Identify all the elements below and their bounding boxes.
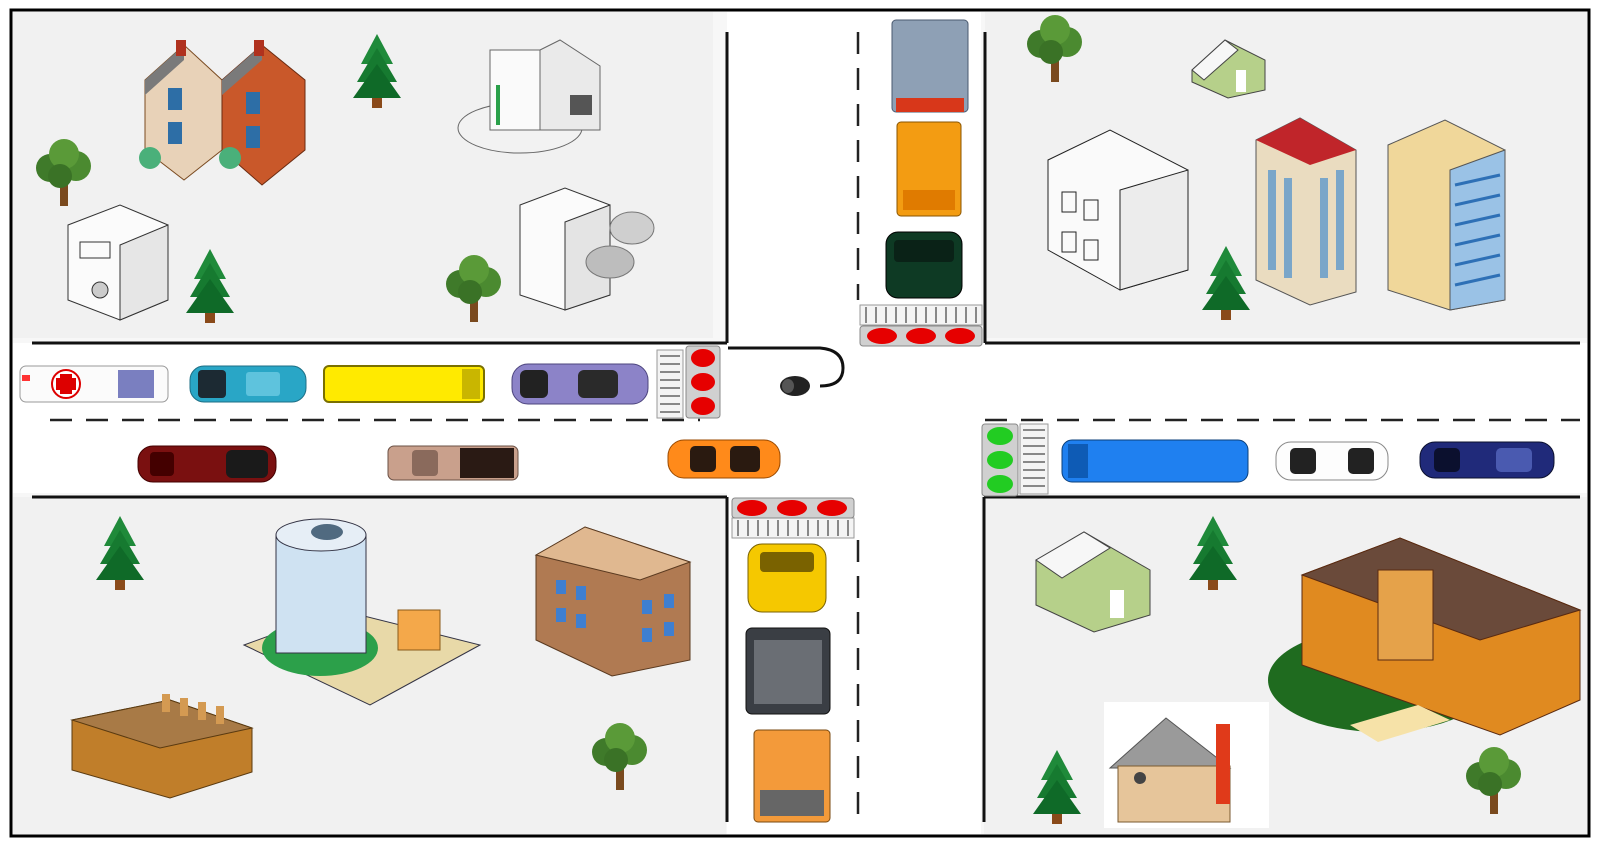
pickup-truck-icon (387, 445, 519, 481)
dark-green-car-icon (885, 231, 963, 299)
road-edges (32, 32, 1580, 822)
light-lamp (987, 475, 1013, 493)
green-house-south-icon (1035, 531, 1151, 633)
light-lamp (987, 451, 1013, 469)
traffic-light-west (685, 345, 721, 419)
orange-car-icon (667, 439, 781, 479)
townhouse-left-icon (144, 40, 223, 181)
navy-car-icon (1419, 441, 1555, 479)
townhouse-right-icon (139, 40, 306, 186)
school-icon (1268, 537, 1582, 742)
light-lamp (691, 349, 715, 367)
dark-van-icon (745, 627, 831, 715)
blue-bus-icon (1061, 439, 1249, 483)
crosswalk-south (731, 517, 855, 539)
home-office-icon (1104, 702, 1269, 828)
traffic-light-north (859, 325, 983, 347)
brick-apartment-icon (534, 526, 692, 677)
light-lamp (906, 328, 936, 344)
yellow-taxi-icon (747, 543, 827, 613)
crosswalk-west (656, 349, 684, 419)
traffic-light-east (981, 423, 1019, 497)
factory-icon (70, 694, 254, 799)
bank-icon (67, 204, 169, 321)
orange-dump-truck-icon (753, 729, 831, 823)
crosswalk-east (1019, 423, 1049, 495)
grey-truck-icon (891, 19, 969, 113)
cyan-car-icon (189, 365, 307, 403)
white-car-icon (1275, 441, 1389, 481)
light-lamp (737, 500, 767, 516)
light-lamp (867, 328, 897, 344)
light-lamp (691, 373, 715, 391)
coin-bank-icon (519, 187, 655, 311)
traffic-light-south (731, 497, 855, 519)
yellow-bus-icon (323, 365, 485, 403)
green-house-north-icon (1191, 39, 1266, 99)
lane-dividers (50, 32, 1580, 822)
hotel-tower-icon (1255, 117, 1357, 306)
light-lamp (987, 427, 1013, 445)
glass-tower-icon (1387, 119, 1506, 311)
light-lamp (817, 500, 847, 516)
maroon-car-icon (137, 445, 277, 483)
ambulance-icon (19, 365, 169, 403)
light-lamp (691, 397, 715, 415)
round-office-icon (457, 39, 601, 154)
purple-car-icon (511, 363, 649, 405)
white-office-icon (1047, 129, 1189, 291)
light-lamp (945, 328, 975, 344)
crosswalk-north (859, 304, 983, 326)
light-lamp (777, 500, 807, 516)
round-glass-office-icon (242, 518, 482, 706)
orange-truck-icon (896, 121, 962, 217)
camera-icon (728, 346, 845, 396)
